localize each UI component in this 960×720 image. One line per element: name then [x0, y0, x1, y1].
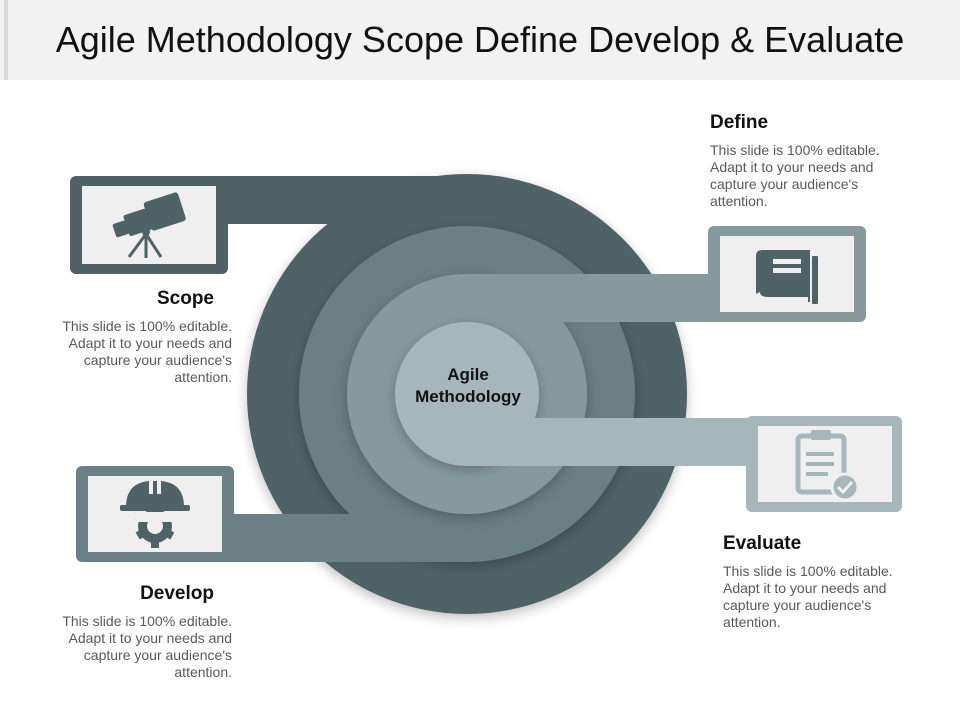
develop-text: This slide is 100% editable. Adapt it to… [62, 613, 232, 680]
evaluate-block: Evaluate This slide is 100% editable. Ad… [723, 533, 903, 631]
evaluate-text: This slide is 100% editable. Adapt it to… [723, 563, 893, 630]
slide-title: Agile Methodology Scope Define Develop &… [55, 19, 905, 60]
develop-block: Develop This slide is 100% editable. Ada… [60, 583, 232, 681]
title-accent-bar [4, 0, 8, 80]
center-label: Agile Methodology [398, 364, 538, 408]
clipboard-check-icon [795, 430, 860, 502]
scope-text: This slide is 100% editable. Adapt it to… [62, 318, 232, 385]
hardhat-gear-icon [120, 481, 190, 548]
define-heading: Define [710, 112, 769, 133]
book-icon [756, 250, 818, 304]
scope-heading: Scope [156, 288, 214, 309]
scope-block: Scope This slide is 100% editable. Adapt… [60, 288, 232, 386]
define-text: This slide is 100% editable. Adapt it to… [710, 142, 880, 209]
evaluate-heading: Evaluate [723, 533, 802, 554]
center-label-line1: Agile [447, 365, 489, 384]
center-label-line2: Methodology [415, 387, 521, 406]
telescope-icon [112, 192, 186, 258]
define-block: Define This slide is 100% editable. Adap… [710, 112, 890, 210]
title-bar [0, 0, 960, 80]
develop-heading: Develop [140, 583, 214, 604]
